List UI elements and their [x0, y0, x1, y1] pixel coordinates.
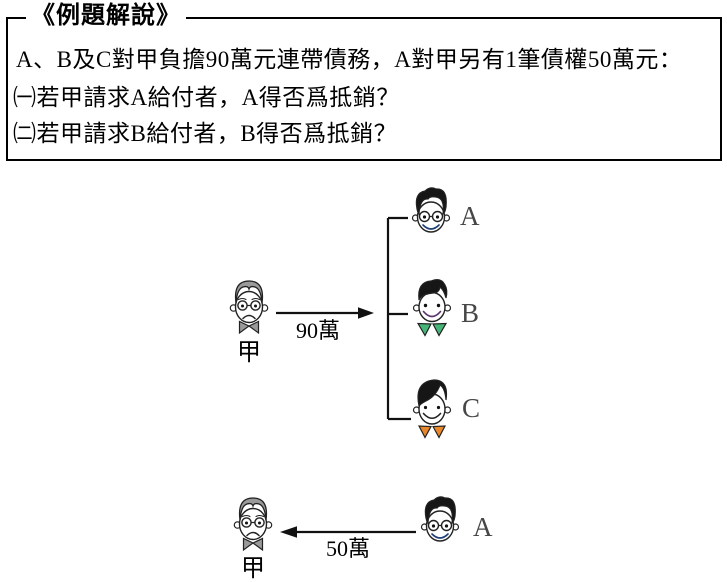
creditor2-jia-icon: [233, 497, 273, 552]
debtor2-a-icon: [420, 496, 460, 542]
debtor2-a-label: A: [473, 512, 493, 542]
question-two: ㈡若甲請求B給付者，B得否爲抵銷？: [13, 121, 398, 146]
example-box-title: 《例題解說》: [26, 2, 186, 30]
creditor2-jia-label: 甲: [241, 556, 265, 582]
arrow-right-90-icon: [276, 307, 374, 319]
bracket-connector: [386, 216, 411, 421]
question-one: ㈠若甲請求A給付者，A得否爲抵銷？: [13, 85, 400, 110]
debtor-c-label: C: [462, 393, 481, 423]
amount-50-label: 50萬: [326, 536, 371, 561]
debtor-c-icon: [412, 379, 452, 439]
example-box: [6, 17, 722, 161]
debtor-a-label: A: [460, 201, 480, 231]
amount-90-label: 90萬: [296, 318, 341, 343]
creditor-jia-icon: [229, 280, 269, 335]
debtor-b-icon: [412, 279, 452, 337]
problem-statement: A、B及C對甲負擔90萬元連帶債務，A對甲另有1筆債權50萬元：: [16, 47, 683, 72]
creditor-jia-label: 甲: [237, 340, 261, 366]
debtor-b-label: B: [461, 298, 480, 328]
debtor-a-icon: [411, 187, 451, 233]
arrow-left-50-icon: [280, 526, 416, 538]
